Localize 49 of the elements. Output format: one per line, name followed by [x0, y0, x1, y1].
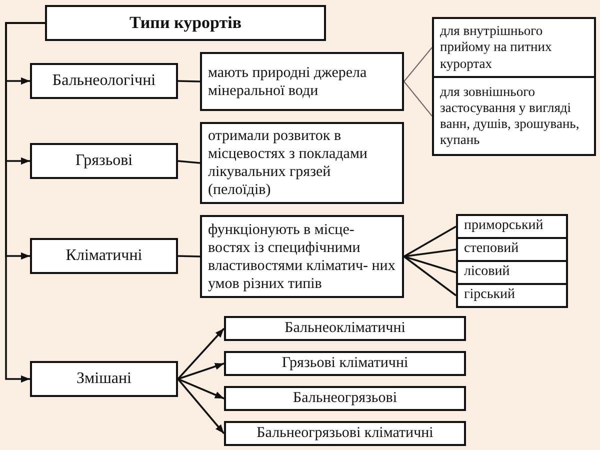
text-box	[456, 237, 568, 262]
node-label: функціонують в місце- востях із специфічними властивостями кліматич- них умов різних типів	[208, 220, 396, 292]
text-box	[30, 238, 178, 274]
node-label: отримали розвиток в місцевостях з покладами лікувальних грязей (пелоїдів)	[208, 127, 368, 199]
text-box	[200, 215, 404, 298]
text-box	[456, 214, 568, 239]
node-label: Грязьові	[74, 152, 134, 170]
text-box	[432, 17, 596, 78]
text-box	[200, 122, 404, 204]
node-label: мають природні джерела мінеральної води	[208, 64, 368, 100]
text-box	[456, 260, 568, 285]
text-box	[45, 5, 326, 41]
connector-line	[404, 47, 432, 82]
text-box	[224, 421, 466, 446]
text-box	[30, 143, 178, 179]
connector-line	[178, 160, 200, 164]
node-label: Бальнеогрязьові кліматичні	[256, 425, 434, 442]
connector-line	[404, 81, 432, 116]
node-label: степовий	[464, 241, 520, 258]
text-box	[224, 316, 466, 341]
node-label: для зовнішнього застосування у вигляді ванн, душів, зрошувань, купань	[440, 84, 580, 148]
node-label: Бальнеологічні	[51, 72, 157, 90]
node-label: Грязьові кліматичні	[280, 355, 410, 372]
node-label: Бальнеокліматичні	[284, 320, 406, 337]
node-label: лісовий	[464, 264, 511, 281]
connector-line	[404, 256, 456, 274]
heading: Типи курортів	[128, 14, 243, 32]
connector-line	[403, 256, 457, 296]
connector-line	[178, 80, 200, 82]
arrow	[178, 362, 224, 380]
connector-line	[404, 248, 456, 258]
text-box	[224, 351, 466, 376]
node-label: для внутрішнього прийому на питних курортах	[440, 23, 553, 72]
node-label: гірський	[464, 287, 516, 304]
arrow	[177, 328, 225, 380]
connector-line	[178, 255, 200, 258]
text-box	[200, 52, 404, 111]
node-label: Кліматичні	[64, 247, 144, 265]
text-box	[456, 283, 568, 308]
node-label: Змішані	[75, 370, 132, 388]
text-box	[432, 76, 596, 156]
connector-line	[404, 226, 456, 258]
text-box	[224, 386, 466, 411]
node-label: Бальнеогрязьові	[292, 390, 398, 407]
node-label: приморський	[464, 218, 544, 235]
text-box	[30, 361, 178, 397]
arrow	[178, 378, 224, 400]
arrow	[177, 378, 225, 434]
text-box	[30, 63, 178, 99]
